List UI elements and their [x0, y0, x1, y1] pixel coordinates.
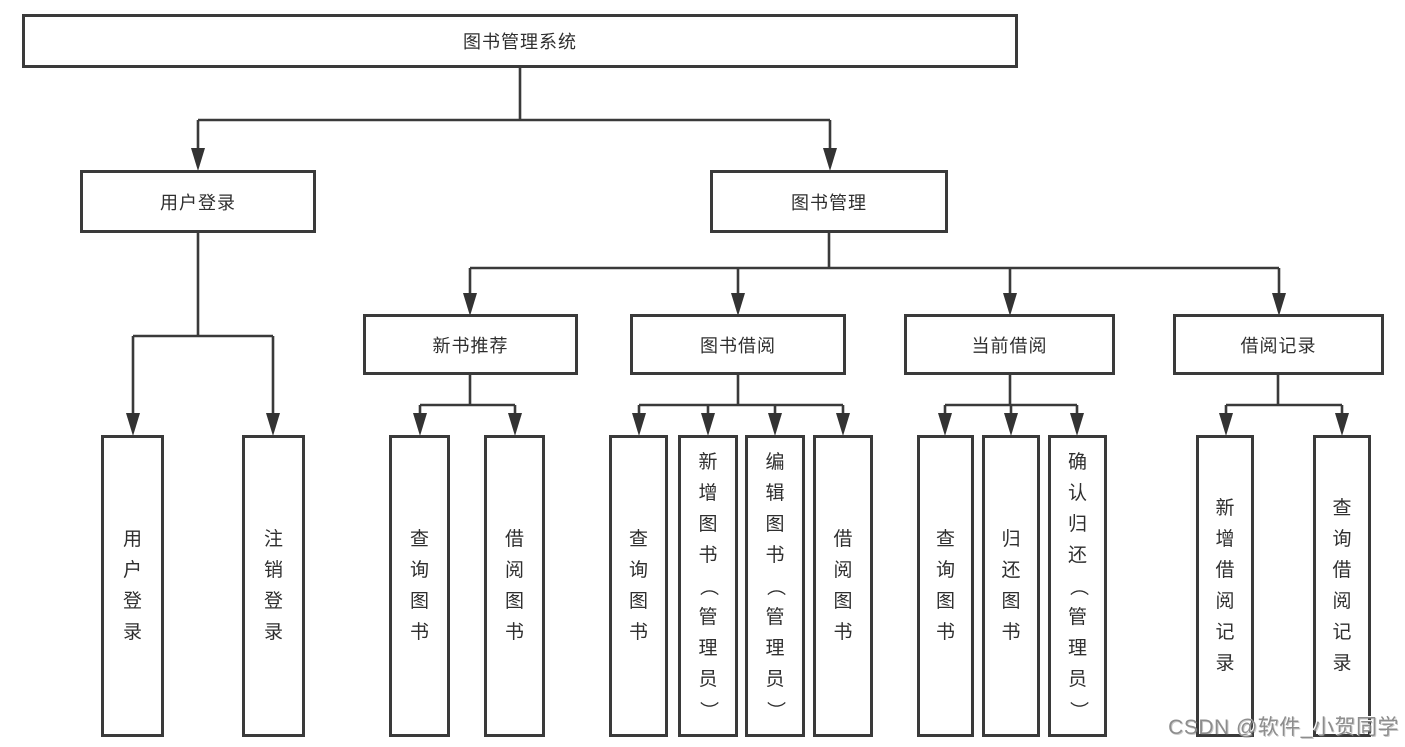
node-label: 借阅图书 — [833, 529, 853, 643]
wire-book-borrow-split — [637, 375, 845, 416]
node-book-management: 图书管理 — [710, 170, 948, 233]
leaf-borrow-books: 借阅图书 — [813, 435, 873, 737]
node-label: 编辑图书（管理员） — [764, 451, 786, 720]
node-borrow-records: 借阅记录 — [1173, 314, 1384, 375]
arrowheads — [126, 148, 1349, 436]
wire-book-mgmt-split — [468, 233, 1281, 296]
csdn-watermark: CSDN @软件_小贺同学 — [1168, 716, 1399, 739]
node-new-book-recommend: 新书推荐 — [363, 314, 578, 375]
wire-user-login-split — [131, 233, 275, 416]
arrow-down-icon — [1219, 413, 1233, 436]
node-label: 新增借阅记录 — [1215, 498, 1235, 674]
leaf-add-books-admin: 新增图书（管理员） — [678, 435, 738, 737]
node-label: 用户登录 — [160, 192, 236, 213]
node-user-login: 用户登录 — [80, 170, 316, 233]
node-label: 查询图书 — [628, 529, 648, 643]
leaf-edit-books-admin: 编辑图书（管理员） — [745, 435, 805, 737]
node-label: 查询图书 — [409, 529, 429, 643]
arrow-down-icon — [731, 293, 745, 316]
node-label: 借阅记录 — [1240, 335, 1317, 356]
arrow-down-icon — [632, 413, 646, 436]
leaf-query-borrow-record: 查询借阅记录 — [1313, 435, 1371, 737]
node-label: 图书管理 — [791, 192, 867, 213]
leaf-query-books-recommend: 查询图书 — [389, 435, 450, 737]
wire-borrow-records-split — [1224, 375, 1344, 416]
node-label: 新书推荐 — [432, 335, 509, 356]
node-label: 图书管理系统 — [463, 32, 577, 52]
arrow-down-icon — [768, 413, 782, 436]
arrow-down-icon — [266, 413, 280, 436]
connector-paths — [131, 68, 1344, 416]
node-label: 借阅图书 — [504, 529, 524, 643]
leaf-return-books: 归还图书 — [982, 435, 1040, 737]
leaf-confirm-return-admin: 确认归还（管理员） — [1048, 435, 1107, 737]
wire-new-books-split — [418, 375, 517, 416]
node-book-borrow: 图书借阅 — [630, 314, 846, 375]
leaf-query-books-current: 查询图书 — [917, 435, 974, 737]
node-label: 注销登录 — [263, 529, 283, 643]
arrow-down-icon — [1335, 413, 1349, 436]
arrow-down-icon — [191, 148, 205, 171]
node-label: 用户登录 — [122, 529, 142, 643]
arrow-down-icon — [938, 413, 952, 436]
node-library-system: 图书管理系统 — [22, 14, 1018, 68]
arrow-down-icon — [1272, 293, 1286, 316]
arrow-down-icon — [1070, 413, 1084, 436]
leaf-add-borrow-record: 新增借阅记录 — [1196, 435, 1254, 737]
arrow-down-icon — [413, 413, 427, 436]
arrow-down-icon — [508, 413, 522, 436]
arrow-down-icon — [823, 148, 837, 171]
node-label: 图书借阅 — [700, 335, 776, 356]
arrow-down-icon — [836, 413, 850, 436]
wire-root-split — [196, 68, 832, 152]
node-label: 归还图书 — [1001, 529, 1021, 643]
arrow-down-icon — [1004, 413, 1018, 436]
leaf-borrow-books-recommend: 借阅图书 — [484, 435, 545, 737]
arrow-down-icon — [701, 413, 715, 436]
arrow-down-icon — [1003, 293, 1017, 316]
arrow-down-icon — [463, 293, 477, 316]
wire-current-borrow-split — [943, 375, 1079, 416]
node-current-borrow: 当前借阅 — [904, 314, 1115, 375]
leaf-query-books-borrow: 查询图书 — [609, 435, 668, 737]
node-label: 新增图书（管理员） — [697, 451, 719, 720]
node-label: 查询借阅记录 — [1332, 498, 1352, 674]
node-label: 当前借阅 — [971, 335, 1048, 356]
node-label: 查询图书 — [935, 529, 955, 643]
arrow-down-icon — [126, 413, 140, 436]
leaf-logout: 注销登录 — [242, 435, 305, 737]
node-label: 确认归还（管理员） — [1067, 451, 1088, 720]
leaf-user-login: 用户登录 — [101, 435, 164, 737]
